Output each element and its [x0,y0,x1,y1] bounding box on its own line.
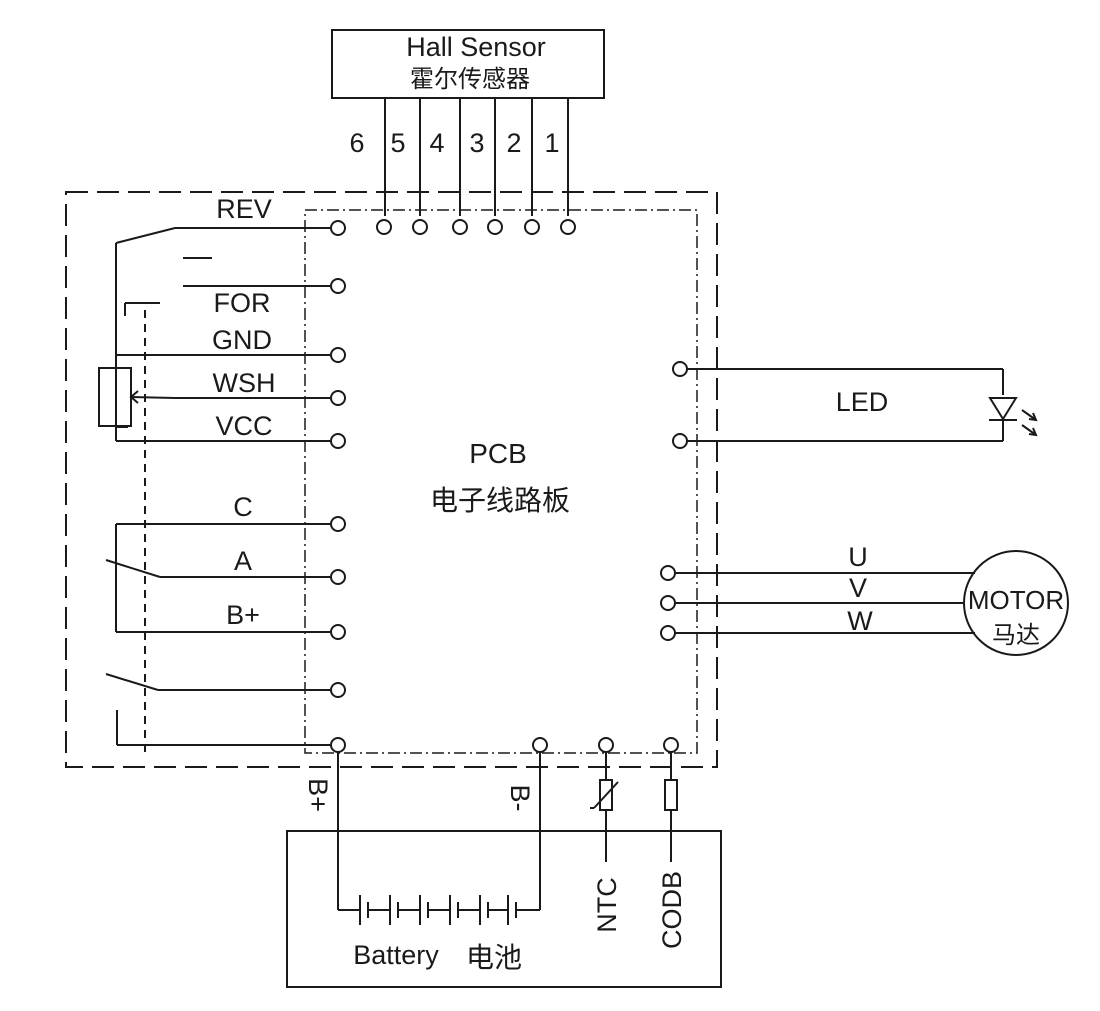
terminal [330,682,346,698]
terminal [660,565,676,581]
left-wiring [98,227,338,752]
motor-phase-v: V [849,573,867,603]
battery-box [286,830,722,988]
led-icon [988,397,1038,437]
hall-pin-2: 2 [506,128,521,158]
hall-pin-6: 6 [349,128,364,158]
terminal [376,219,392,235]
terminal [487,219,503,235]
hall-sensor-box [331,29,605,99]
terminal [663,737,679,753]
motor-phase-u: U [848,542,868,572]
hall-sensor-title: Hall Sensor [406,32,546,62]
wsh-label: WSH [213,368,276,398]
hall-pin-4: 4 [429,128,444,158]
terminal [672,361,688,377]
hall-pin-3: 3 [469,128,484,158]
battery-label-cn: 电池 [466,941,522,974]
terminal [330,278,346,294]
hall-wires [384,98,569,216]
hall-pin-1: 1 [544,128,559,158]
pcb-title: PCB [469,438,527,469]
terminal [330,569,346,585]
terminal [524,219,540,235]
motor-wiring [668,572,975,634]
hall-pin-5: 5 [390,128,405,158]
terminal [598,737,614,753]
pcb-terminals [330,219,688,753]
terminal [330,737,346,753]
a-label: A [234,546,252,576]
terminal [560,219,576,235]
terminal [660,625,676,641]
gnd-label: GND [212,325,272,355]
ntc-label: NTC [592,877,622,933]
b-minus-terminal-label: B- [505,785,535,812]
vcc-label: VCC [215,411,272,441]
terminal [660,595,676,611]
terminal [330,433,346,449]
terminal [330,516,346,532]
terminal [330,347,346,363]
pcb-boundary [304,209,698,754]
motor-symbol [963,550,1069,656]
motor-label: MOTOR [968,585,1064,615]
led-label: LED [836,387,889,417]
rev-label: REV [216,194,272,224]
b-plus-label: B+ [226,600,260,630]
terminal [412,219,428,235]
motor-phase-w: W [847,606,873,636]
for-label: FOR [214,288,271,318]
terminal [672,433,688,449]
terminal [330,390,346,406]
terminal [330,220,346,236]
battery-wiring [337,752,678,925]
led-wiring [685,368,1004,442]
b-plus-terminal-label: B+ [303,778,333,812]
hall-sensor-title-cn: 霍尔传感器 [410,65,530,93]
c-label: C [233,492,253,522]
battery-label: Battery [353,940,439,970]
terminal [532,737,548,753]
terminal [330,624,346,640]
controller-enclosure [65,191,718,768]
pcb-title-cn: 电子线路板 [430,484,570,517]
codb-label: CODB [657,871,687,949]
terminal [452,219,468,235]
motor-label-cn: 马达 [992,621,1040,649]
